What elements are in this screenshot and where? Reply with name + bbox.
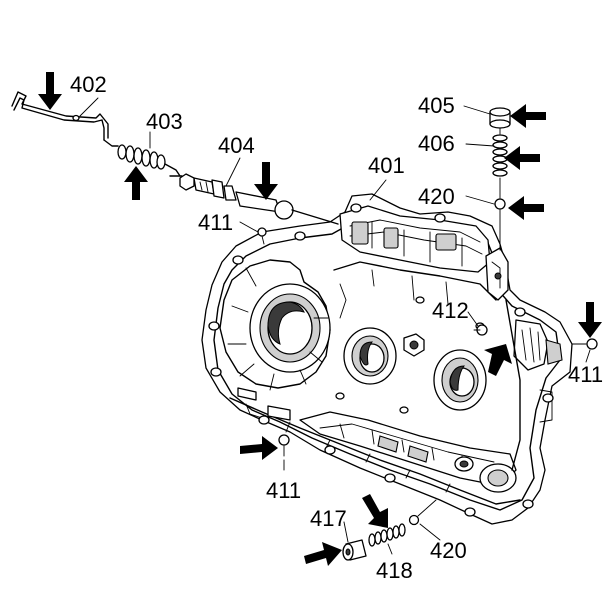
callout-412: 412	[432, 298, 469, 323]
spring-406	[492, 134, 508, 177]
callout-404: 404	[218, 133, 255, 158]
down-arrow-icon	[38, 72, 62, 110]
transmission-case-401	[201, 193, 573, 525]
left-arrow-icon	[510, 104, 546, 128]
callout-405: 405	[418, 93, 455, 118]
arrow-icons	[38, 72, 602, 566]
left-arrow-icon	[508, 196, 544, 220]
down-arrow-icon	[362, 494, 388, 528]
callout-411-left: 411	[198, 210, 234, 235]
right-arrow-icon	[240, 436, 278, 460]
callout-403: 403	[146, 109, 183, 134]
plug-412	[473, 324, 488, 336]
callout-406: 406	[418, 131, 455, 156]
detent-rod-402	[11, 91, 119, 147]
right-arrow-icon	[304, 542, 342, 566]
spring-418	[368, 523, 406, 547]
left-arrow-icon	[504, 146, 540, 170]
down-arrow-icon	[578, 302, 602, 338]
callout-411-right: 411	[568, 362, 604, 387]
down-arrow-icon	[254, 162, 278, 200]
callout-418: 418	[376, 558, 413, 583]
plug-417	[342, 539, 367, 561]
callout-402: 402	[70, 72, 107, 97]
callout-411-bottom: 411	[266, 478, 302, 503]
callout-417: 417	[310, 506, 347, 531]
ball-420-bottom	[408, 514, 420, 526]
plug-411-bottom	[278, 434, 290, 457]
plug-405	[489, 107, 511, 129]
ball-420-top	[494, 198, 506, 210]
leader-lines	[79, 97, 591, 555]
spring-403	[117, 144, 181, 177]
plug-411-right	[571, 338, 598, 350]
up-arrow-icon	[484, 344, 512, 376]
callout-420-top: 420	[418, 184, 455, 209]
callout-401: 401	[368, 153, 405, 178]
shaft-404	[169, 173, 339, 225]
callout-420-bottom: 420	[430, 538, 467, 563]
up-arrow-icon	[124, 166, 148, 200]
